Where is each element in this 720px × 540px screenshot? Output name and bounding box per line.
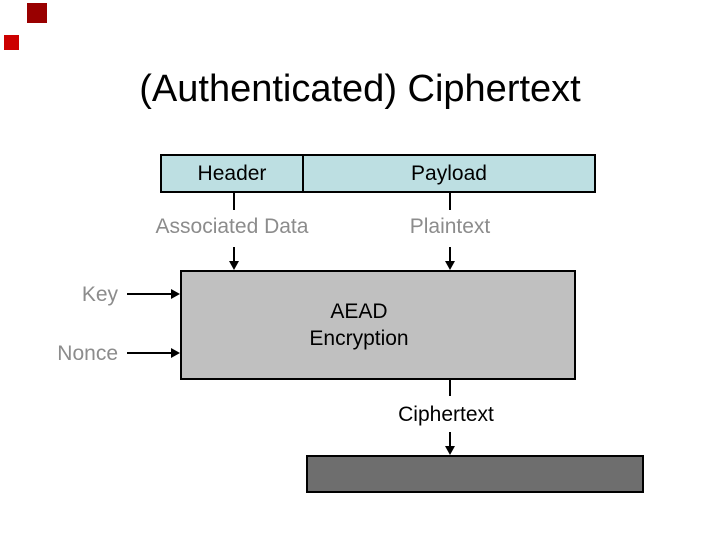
connector-aead-to-ciphertext [449,380,451,396]
aead-label-line2: Encryption [309,327,409,350]
corner-decoration-square-bottom [4,35,19,50]
aead-encryption-box: AEAD Encryption [180,270,576,380]
arrow-right-icon [171,289,180,299]
arrow-right-icon [171,348,180,358]
arrow-down-icon [445,446,455,455]
arrow-nonce-to-aead [127,352,171,354]
header-cell-label: Header [197,161,267,185]
aead-encryption-label: AEAD Encryption [182,298,536,352]
arrow-ciphertext-to-output [449,432,451,447]
arrow-down-icon [229,261,239,270]
arrow-key-to-aead [127,293,171,295]
payload-cell-label: Payload [411,161,487,185]
nonce-label: Nonce [57,342,118,365]
key-label: Key [81,283,118,306]
plaintext-label: Plaintext [409,215,491,238]
arrow-down-icon [445,261,455,270]
header-cell: Header [162,156,304,191]
ciphertext-label: Ciphertext [398,403,494,426]
arrow-plaintext-to-aead [449,247,451,262]
header-payload-box: Header Payload [160,154,596,193]
connector-payload-to-plaintext [449,193,451,210]
corner-decoration-square-top [27,3,47,23]
slide-title: (Authenticated) Ciphertext [139,68,581,110]
aead-label-line1: AEAD [330,300,388,323]
ciphertext-output-box [306,455,644,493]
associated-data-label: Associated Data [155,215,309,238]
payload-cell: Payload [304,156,594,191]
arrow-associated-data-to-aead [233,247,235,262]
connector-header-to-associated-data [233,193,235,210]
